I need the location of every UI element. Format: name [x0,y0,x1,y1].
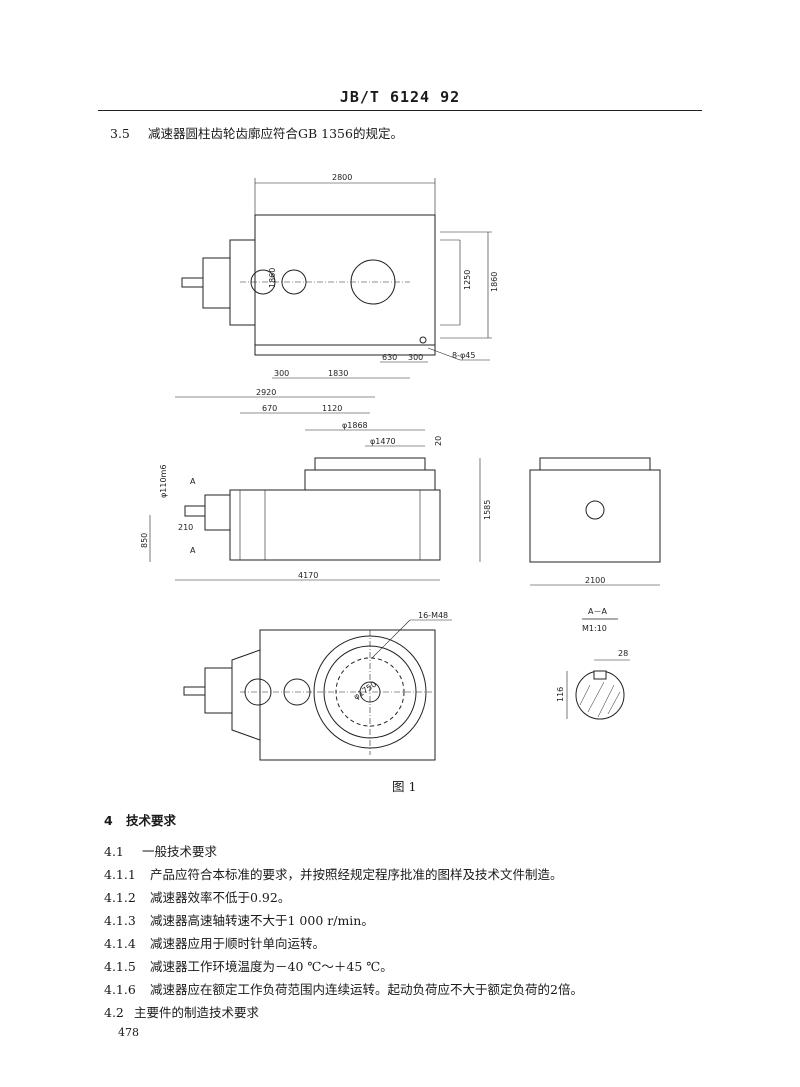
section-4-heading: 4 技术要求 [104,810,176,829]
dim-1860a: 1860 [268,268,277,288]
heading-number: 4 [104,813,113,828]
dim-630: 630 [382,353,397,362]
front-input-shaft [184,505,206,517]
dim-1860b: 1860 [490,272,499,292]
dim-1868: φ1868 [342,421,368,430]
dim-850: 850 [140,533,149,548]
dim-210: 210 [178,523,193,532]
dim-670: 670 [262,404,277,413]
dim-16-m48: 16-M48 [418,611,448,620]
front-turntable-base [304,469,436,491]
dim-116: 116 [556,687,565,702]
front-main-housing [229,489,441,561]
plan-input-shaft [183,686,206,696]
dim-8-phi45: 8-φ45 [452,351,475,360]
top-base [254,344,436,356]
dim-2800: 2800 [332,173,352,182]
top-bolt-hole [419,336,427,344]
top-view [181,178,492,379]
section-mark-a-bottom: A [190,546,196,555]
leader-16-m48 [371,619,411,659]
side-bore [585,500,605,520]
dim-1250: 1250 [463,270,472,290]
dim-1470: φ1470 [370,437,396,446]
plan-input-housing [231,649,261,741]
clause-3-5: 3.5 减速器圆柱齿轮齿廓应符合GB 1356的规定。 [110,123,403,142]
dim-4170: 4170 [298,571,318,580]
dimension-labels: 2800 1860 1250 1860 630 300 8-φ45 300 18… [140,173,628,702]
plan-view [183,619,452,761]
dim-1585: 1585 [483,500,492,520]
figure-caption: 图 1 [392,779,417,794]
section-keyway [593,670,607,680]
top-input-shaft [181,277,204,288]
dim-shaft-phi110m6: φ110m6 [159,465,168,498]
side-turntable [539,457,651,471]
dim-2100: 2100 [585,576,605,585]
dim-1830: 1830 [328,369,348,378]
front-turntable [314,457,426,471]
header-rule [98,110,702,111]
section-a-a [566,618,630,720]
section-mark-a-top: A [190,477,196,486]
plan-input-cap [204,667,233,714]
clause-number: 3.5 [110,126,130,141]
section-scale: M1:10 [582,624,607,633]
front-input-cap [204,494,231,531]
top-bearing-cap [202,257,231,309]
heading-text: 技术要求 [126,813,177,828]
dim-300a: 300 [408,353,423,362]
page-number: 478 [118,1026,139,1039]
dim-1120: 1120 [322,404,342,413]
dim-2920: 2920 [256,388,276,397]
dim-20: 20 [434,436,443,446]
section-title: A－A [588,607,607,616]
leader-8-phi45 [427,347,461,361]
dim-28: 28 [618,649,628,658]
side-housing [529,469,661,563]
plan-housing [259,629,436,761]
standard-header: JB/T 6124 92 [339,88,461,106]
side-view [529,457,661,586]
clause-text: 减速器圆柱齿轮齿廓应符合GB 1356的规定。 [148,126,403,141]
front-view [149,396,481,581]
dim-300b: 300 [274,369,289,378]
